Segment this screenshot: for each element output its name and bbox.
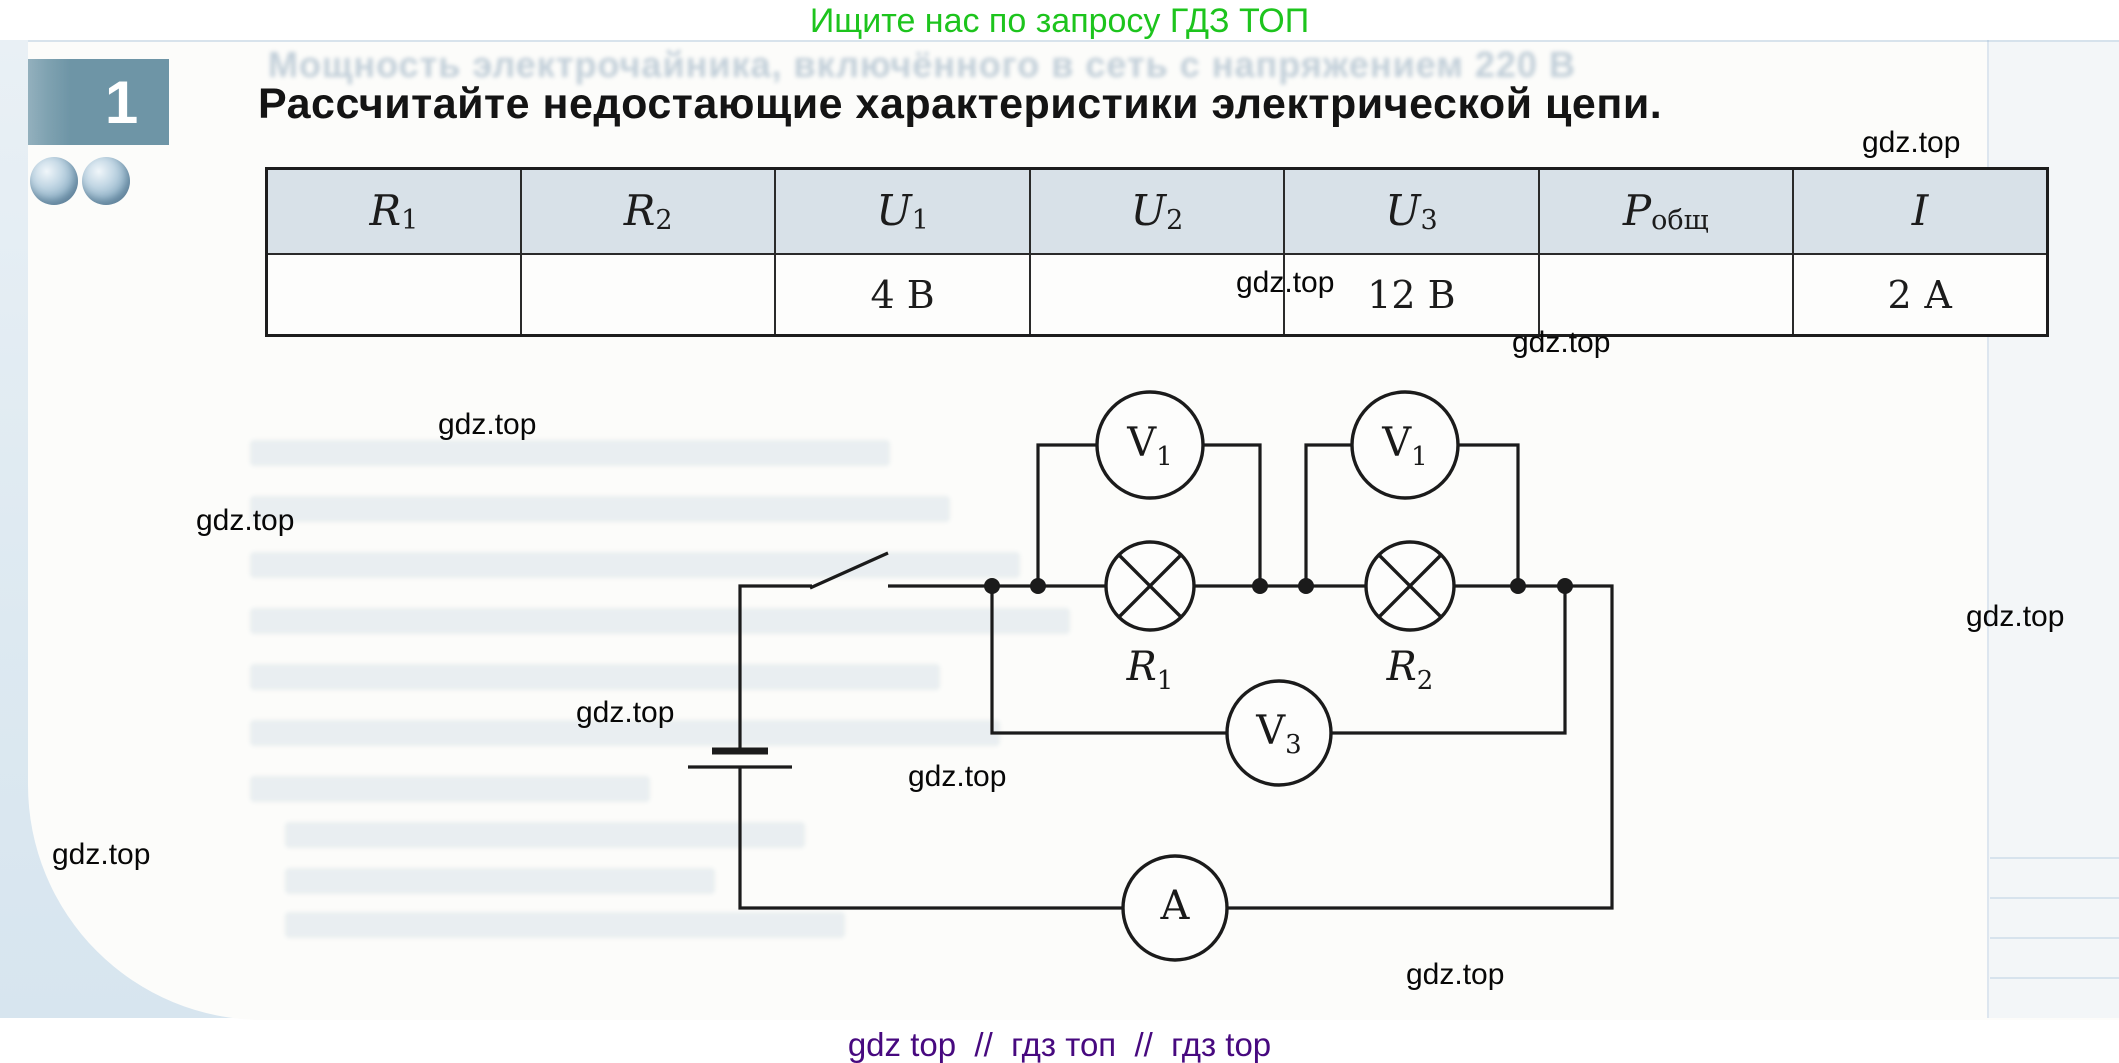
col-header-u1: U1	[774, 167, 1031, 255]
cell-r1	[265, 253, 522, 337]
notebook-rule-line	[1990, 897, 2119, 899]
ghost-list-bar	[285, 822, 805, 848]
problem-number-badge: 1	[28, 59, 169, 145]
footer-keywords: gdz top // гдз топ // гдз top	[847, 1026, 1272, 1063]
ghost-list-bar	[285, 912, 845, 938]
ghost-paragraph-bar	[250, 608, 1070, 634]
table-value-row: 4 В 12 В 2 А	[265, 253, 2049, 337]
gdz-watermark: gdz.top	[438, 408, 537, 441]
cell-u2	[1028, 253, 1286, 337]
voltmeter2-label: V1	[1382, 420, 1428, 472]
cell-p-total	[1537, 253, 1795, 337]
gdz-watermark: gdz.top	[1862, 126, 1961, 159]
difficulty-dot-icon	[30, 157, 78, 205]
ghost-paragraph-bar	[250, 552, 1020, 578]
characteristics-table: R1 R2 U1 U2 U3 Pобщ I 4 В 12 В 2 А	[265, 167, 2049, 337]
col-header-u3: U3	[1283, 167, 1540, 255]
voltmeter3-label: V3	[1256, 708, 1302, 760]
col-header-r1: R1	[265, 167, 522, 255]
lamp1-label: R1	[1126, 644, 1174, 696]
difficulty-dot-icon	[82, 157, 130, 205]
margin-vertical-rule	[1987, 40, 1989, 1018]
gdz-watermark: gdz.top	[908, 760, 1007, 793]
notebook-rule-line	[1990, 977, 2119, 979]
ammeter-label: A	[1160, 883, 1190, 929]
notebook-rule-line	[1990, 857, 2119, 859]
ghost-paragraph-bar	[250, 440, 890, 466]
gdz-watermark: gdz.top	[1966, 600, 2065, 633]
table-header-row: R1 R2 U1 U2 U3 Pобщ I	[265, 167, 2049, 255]
col-header-u2: U2	[1028, 167, 1286, 255]
problem-number: 1	[104, 68, 139, 136]
cell-i: 2 А	[1792, 253, 2049, 337]
col-header-p-total: Pобщ	[1537, 167, 1795, 255]
ghost-paragraph-bar	[250, 664, 940, 690]
gdz-watermark: gdz.top	[1236, 266, 1335, 299]
col-header-r2: R2	[519, 167, 777, 255]
site-banner-text: Ищите нас по запросу ГДЗ ТОП	[809, 2, 1310, 40]
col-header-i: I	[1792, 167, 2049, 255]
gdz-watermark: gdz.top	[1512, 326, 1611, 359]
cell-r2	[519, 253, 777, 337]
gdz-watermark: gdz.top	[196, 504, 295, 537]
cell-u3: 12 В	[1283, 253, 1540, 337]
ghost-paragraph-bar	[250, 776, 650, 802]
ghost-text-line: Мощность электрочайника, включённого в с…	[268, 44, 1576, 85]
lamp2-label: R2	[1386, 644, 1434, 696]
gdz-watermark: gdz.top	[1406, 958, 1505, 991]
voltmeter1-label: V1	[1127, 420, 1173, 472]
gdz-watermark: gdz.top	[52, 838, 151, 871]
gdz-watermark: gdz.top	[576, 696, 675, 729]
cell-u1: 4 В	[774, 253, 1031, 337]
notebook-rule-line	[1990, 937, 2119, 939]
problem-title: Рассчитайте недостающие характеристики э…	[258, 80, 1663, 128]
ghost-list-bar	[285, 868, 715, 894]
ghost-paragraph-bar	[250, 496, 950, 522]
